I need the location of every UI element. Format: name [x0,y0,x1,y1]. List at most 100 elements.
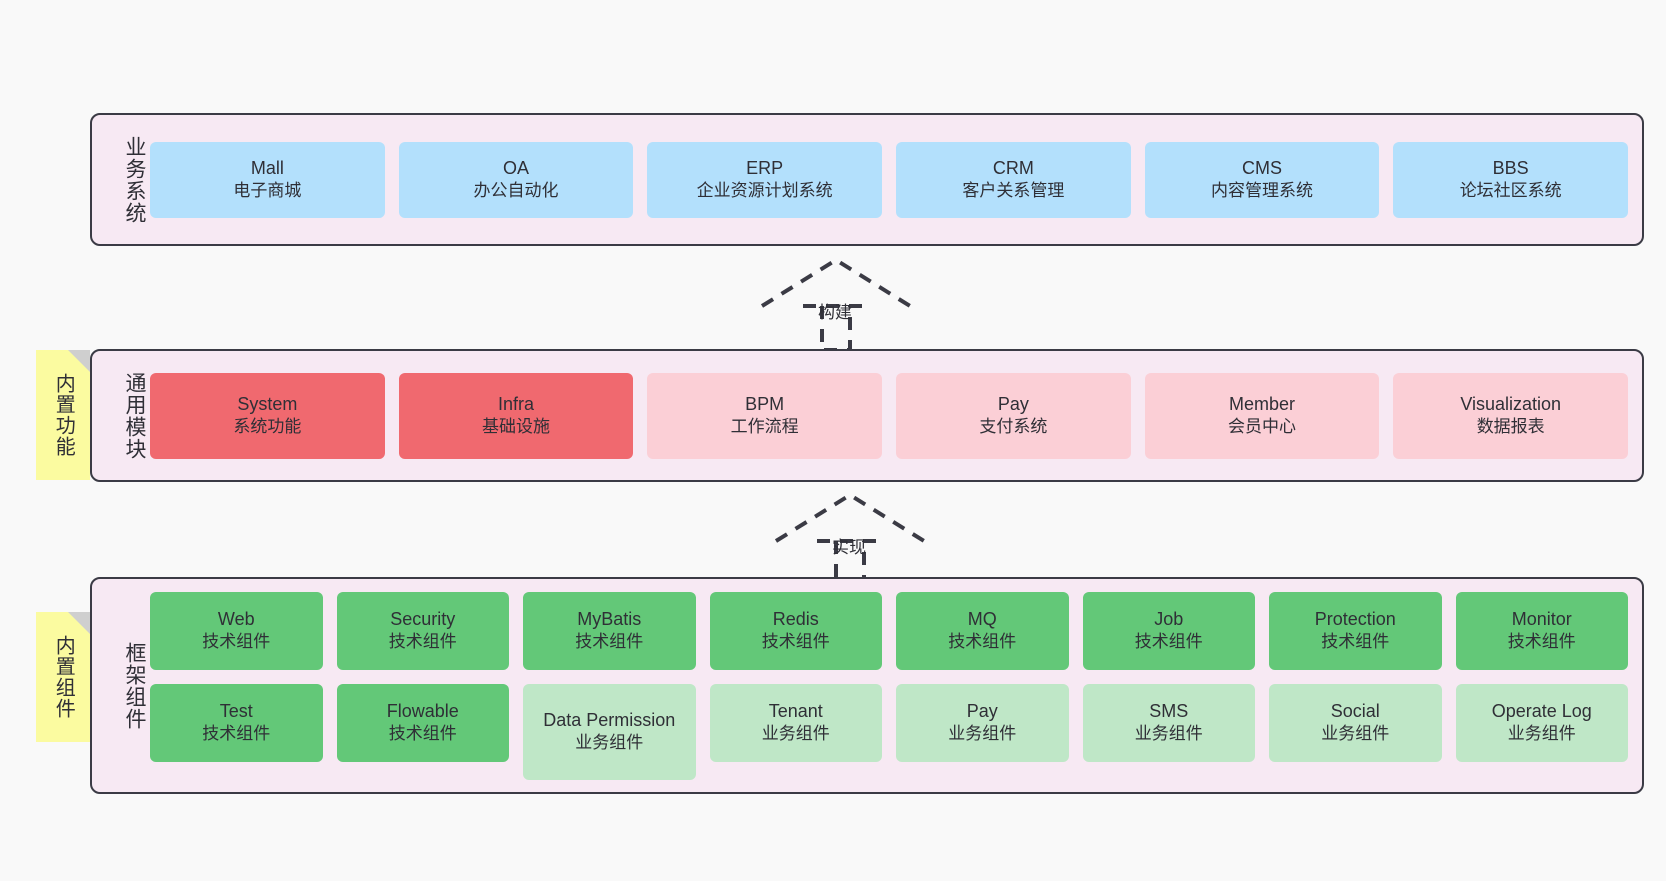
card-subtitle: 办公自动化 [473,181,559,201]
card-title: Test [219,701,253,722]
card-subtitle: 支付系统 [979,417,1048,437]
card-title: Web [217,609,255,630]
card-social[interactable]: Social 业务组件 [1269,683,1442,762]
card-subtitle: 论坛社区系统 [1459,181,1562,201]
card-title: Monitor [1511,609,1572,630]
card-title: Redis [772,609,819,630]
card-subtitle: 业务组件 [948,724,1017,744]
card-title: Visualization [1460,394,1562,415]
card-pay-component[interactable]: Pay 业务组件 [896,683,1069,762]
card-subtitle: 技术组件 [202,632,271,652]
card-title: System [237,394,298,415]
card-subtitle: 数据报表 [1476,417,1545,437]
card-title: Pay [997,394,1029,415]
card-monitor[interactable]: Monitor 技术组件 [1455,591,1628,670]
card-pay-module[interactable]: Pay 支付系统 [896,372,1131,459]
card-subtitle: 业务组件 [1507,724,1576,744]
sticky-note-label: 内置组件 [52,635,75,719]
layer-business-systems: 业务系统 Mall 电子商城 OA 办公自动化 ERP 企业资源计划系统 CRM… [90,113,1644,246]
card-test[interactable]: Test 技术组件 [150,683,323,762]
card-bbs[interactable]: BBS 论坛社区系统 [1393,141,1629,218]
connector-implement: 实现 [770,491,930,589]
card-data-permission[interactable]: Data Permission 业务组件 [523,683,696,780]
card-infra[interactable]: Infra 基础设施 [398,372,634,459]
card-title: ERP [746,158,784,179]
card-mq[interactable]: MQ 技术组件 [896,591,1069,670]
card-mybatis[interactable]: MyBatis 技术组件 [523,591,696,670]
card-title: BPM [745,394,785,415]
card-subtitle: 会员中心 [1228,417,1297,437]
card-subtitle: 技术组件 [1134,632,1203,652]
card-subtitle: 技术组件 [948,632,1017,652]
card-title: BBS [1492,158,1529,179]
connector-build: 构建 [756,256,916,354]
framework-row-1: Web 技术组件 Security 技术组件 MyBatis 技术组件 Redi… [150,591,1628,670]
layer-title-module: 通用模块 [123,371,146,460]
card-job[interactable]: Job 技术组件 [1082,591,1255,670]
card-title: Flowable [386,701,459,722]
card-crm[interactable]: CRM 客户关系管理 [896,141,1131,218]
card-subtitle: 技术组件 [1321,632,1390,652]
card-subtitle: 系统功能 [233,417,302,437]
card-title: MyBatis [577,609,642,630]
sticky-note-builtin-functions: 内置功能 [36,350,90,480]
card-title: Social [1330,701,1380,722]
layer-framework-components: 框架组件 Web 技术组件 Security 技术组件 MyBatis 技术组件… [90,577,1644,794]
card-member[interactable]: Member 会员中心 [1144,372,1380,459]
framework-row-2: Test 技术组件 Flowable 技术组件 Data Permission … [150,683,1628,780]
card-subtitle: 业务组件 [575,733,644,753]
card-redis[interactable]: Redis 技术组件 [709,591,882,670]
card-title: Infra [497,394,535,415]
card-subtitle: 业务组件 [761,724,830,744]
card-title: Job [1154,609,1184,630]
card-mall[interactable]: Mall 电子商城 [150,141,385,218]
card-subtitle: 企业资源计划系统 [696,181,833,201]
card-title: Member [1229,394,1296,415]
card-title: Protection [1314,609,1396,630]
card-flowable[interactable]: Flowable 技术组件 [336,683,509,762]
card-title: OA [503,158,530,179]
card-subtitle: 技术组件 [388,632,457,652]
connector-implement-label: 实现 [832,538,866,557]
card-title: CMS [1242,158,1283,179]
card-subtitle: 基础设施 [482,417,550,437]
card-subtitle: 电子商城 [233,181,302,201]
card-subtitle: 技术组件 [1507,632,1576,652]
framework-card-list: Web 技术组件 Security 技术组件 MyBatis 技术组件 Redi… [146,579,1642,792]
card-sms[interactable]: SMS 业务组件 [1082,683,1255,762]
card-title: Mall [250,158,284,179]
layer-title-business: 业务系统 [123,135,146,224]
card-visualization[interactable]: Visualization 数据报表 [1393,372,1629,459]
card-subtitle: 业务组件 [1134,724,1203,744]
card-system[interactable]: System 系统功能 [150,372,385,459]
card-subtitle: 客户关系管理 [962,181,1065,201]
card-subtitle: 业务组件 [1321,724,1390,744]
sticky-note-label: 内置功能 [52,373,75,457]
card-title: Data Permission [543,710,676,731]
card-title: Tenant [768,701,823,722]
card-web[interactable]: Web 技术组件 [150,591,323,670]
arrow-head-build [760,257,912,308]
card-security[interactable]: Security 技术组件 [336,591,509,670]
card-title: Operate Log [1491,701,1592,722]
card-subtitle: 技术组件 [388,724,457,744]
card-operate-log[interactable]: Operate Log 业务组件 [1455,683,1628,762]
card-title: Security [390,609,456,630]
card-cms[interactable]: CMS 内容管理系统 [1144,141,1380,218]
card-protection[interactable]: Protection 技术组件 [1269,591,1442,670]
layer-title-frame: 框架组件 [123,641,146,730]
layer-common-modules: 通用模块 System 系统功能 Infra 基础设施 BPM 工作流程 Pay… [90,349,1644,482]
card-subtitle: 工作流程 [730,417,799,437]
card-title: SMS [1149,701,1189,722]
sticky-note-builtin-components: 内置组件 [36,612,90,742]
card-erp[interactable]: ERP 企业资源计划系统 [647,141,883,218]
card-bpm[interactable]: BPM 工作流程 [647,372,883,459]
business-card-list: Mall 电子商城 OA 办公自动化 ERP 企业资源计划系统 CRM 客户关系… [146,115,1642,244]
card-subtitle: 技术组件 [761,632,830,652]
card-subtitle: 技术组件 [202,724,271,744]
card-title: Pay [966,701,998,722]
card-tenant[interactable]: Tenant 业务组件 [709,683,882,762]
card-oa[interactable]: OA 办公自动化 [398,141,634,218]
card-subtitle: 技术组件 [575,632,644,652]
